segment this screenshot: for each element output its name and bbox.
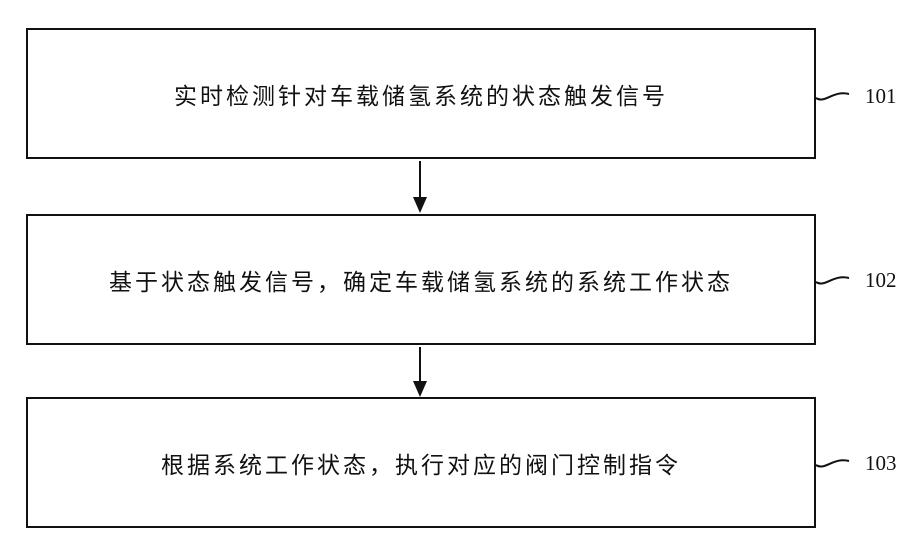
step-text: 根据系统工作状态，执行对应的阀门控制指令 xyxy=(161,452,681,479)
step-box-101: 实时检测针对车载储氢系统的状态触发信号 xyxy=(26,28,816,159)
step-box-103: 根据系统工作状态，执行对应的阀门控制指令 xyxy=(26,397,816,528)
step-label-102: 102 xyxy=(865,268,897,292)
leader-line-103 xyxy=(815,459,850,468)
step-text: 实时检测针对车载储氢系统的状态触发信号 xyxy=(174,83,668,110)
step-text: 基于状态触发信号，确定车载储氢系统的系统工作状态 xyxy=(109,269,733,296)
leader-line-101 xyxy=(815,92,850,101)
step-box-102: 基于状态触发信号，确定车载储氢系统的系统工作状态 xyxy=(26,214,816,345)
flow-arrow-1 xyxy=(413,161,427,213)
leader-line-102 xyxy=(815,276,850,285)
step-label-101: 101 xyxy=(865,84,897,108)
step-label-103: 103 xyxy=(865,451,897,475)
flow-arrow-2 xyxy=(413,347,427,397)
